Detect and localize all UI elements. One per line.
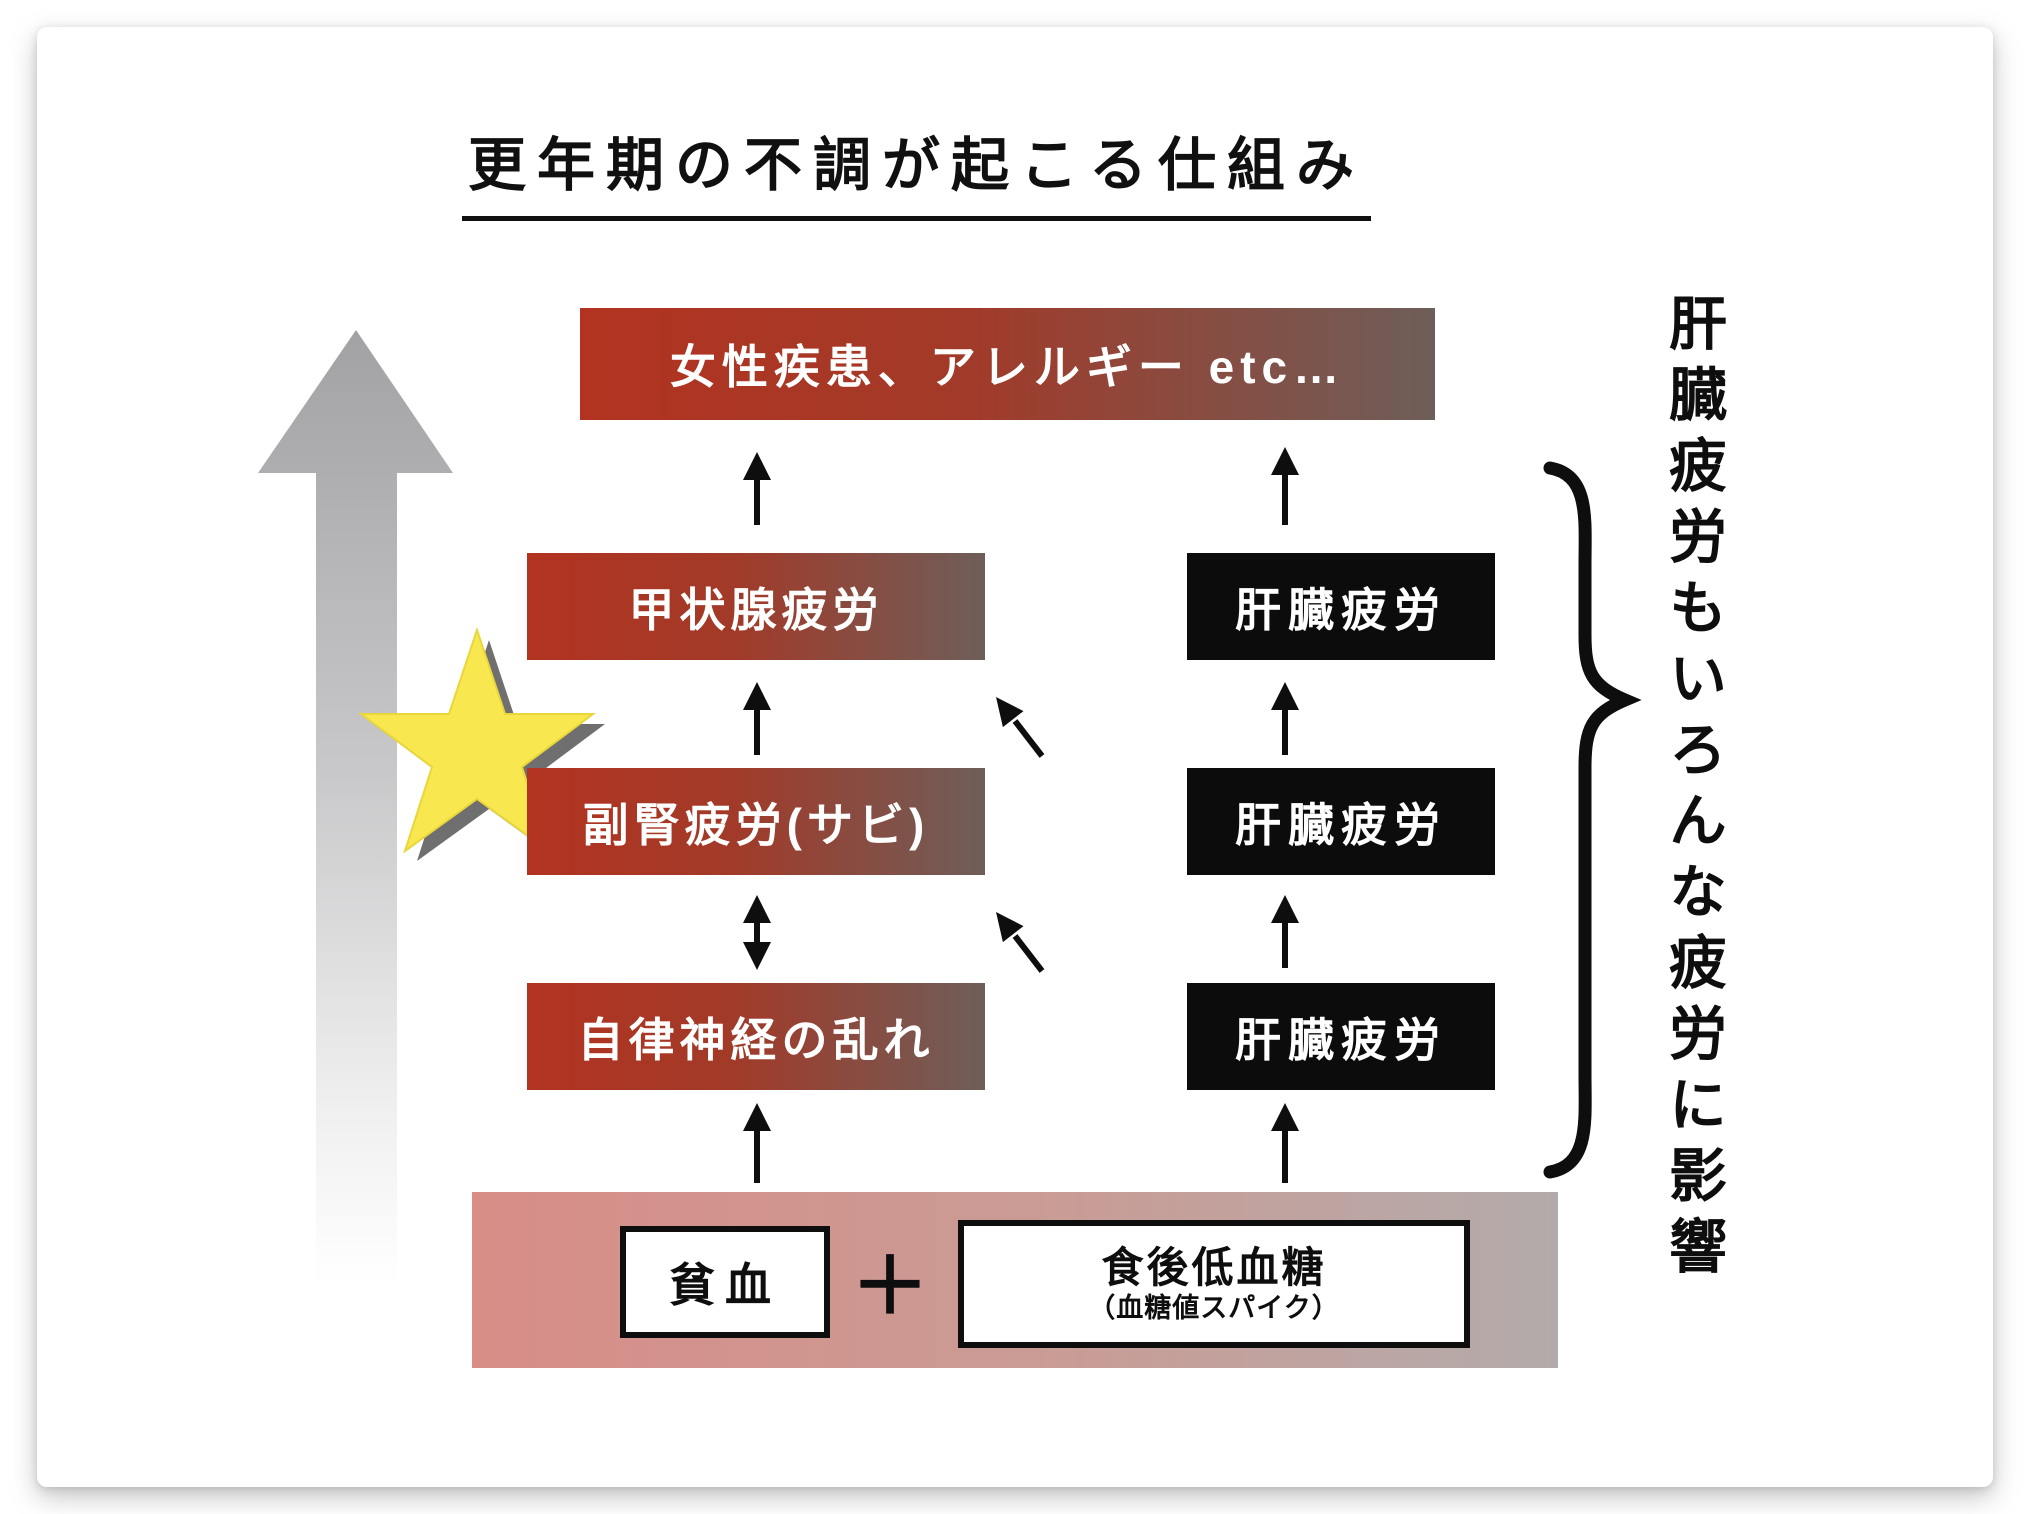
up-arrow-icon <box>743 452 771 525</box>
liver-fatigue-label: 肝臓疲労 <box>1235 583 1447 636</box>
liver-fatigue-box-2: 肝臓疲労 <box>1187 768 1495 875</box>
outcome-box: 女性疾患、アレルギー etc… <box>580 308 1435 420</box>
thyroid-fatigue-label: 甲状腺疲労 <box>628 583 884 636</box>
up-arrow-icon <box>1271 447 1299 525</box>
anemia-label: 貧血 <box>669 1259 781 1311</box>
up-arrow-icon <box>743 682 771 755</box>
up-arrow-icon <box>1271 1103 1299 1183</box>
vertical-side-note: 肝臓疲労もいろんな疲労に影響 <box>1660 293 1725 1287</box>
double-arrow-icon <box>743 895 771 970</box>
diagonal-arrow-icon <box>996 697 1045 758</box>
page-title: 更年期の不調が起こる仕組み <box>462 118 1372 221</box>
autonomic-disorder-box: 自律神経の乱れ <box>527 983 985 1090</box>
star-icon <box>357 626 597 854</box>
diagonal-arrow-icon <box>996 912 1045 973</box>
thyroid-fatigue-box: 甲状腺疲労 <box>527 553 985 660</box>
outcome-label: 女性疾患、アレルギー etc… <box>669 341 1346 393</box>
liver-fatigue-box-3: 肝臓疲労 <box>1187 983 1495 1090</box>
liver-fatigue-label: 肝臓疲労 <box>1235 798 1447 851</box>
adrenal-fatigue-box: 副腎疲労(サビ) <box>527 768 985 875</box>
autonomic-disorder-label: 自律神経の乱れ <box>577 1013 935 1066</box>
up-arrow-icon <box>743 1103 771 1183</box>
anemia-box: 貧血 <box>620 1226 830 1338</box>
postprandial-sub-label: （血糖値スパイク） <box>1088 1292 1340 1323</box>
root-cause-band: 貧血 ＋ 食後低血糖 （血糖値スパイク） <box>472 1192 1558 1368</box>
liver-fatigue-label: 肝臓疲労 <box>1235 1013 1447 1066</box>
up-arrow-icon <box>1271 682 1299 755</box>
plus-sign: ＋ <box>850 1242 929 1330</box>
up-arrow-gray-icon <box>258 330 453 1285</box>
adrenal-fatigue-label: 副腎疲労(サビ) <box>582 798 930 851</box>
postprandial-label: 食後低血糖 <box>1101 1243 1327 1291</box>
liver-fatigue-box-1: 肝臓疲労 <box>1187 553 1495 660</box>
curly-brace-icon <box>1543 461 1642 1179</box>
up-arrow-icon <box>1271 895 1299 968</box>
postprandial-hypoglycemia-box: 食後低血糖 （血糖値スパイク） <box>958 1220 1470 1348</box>
